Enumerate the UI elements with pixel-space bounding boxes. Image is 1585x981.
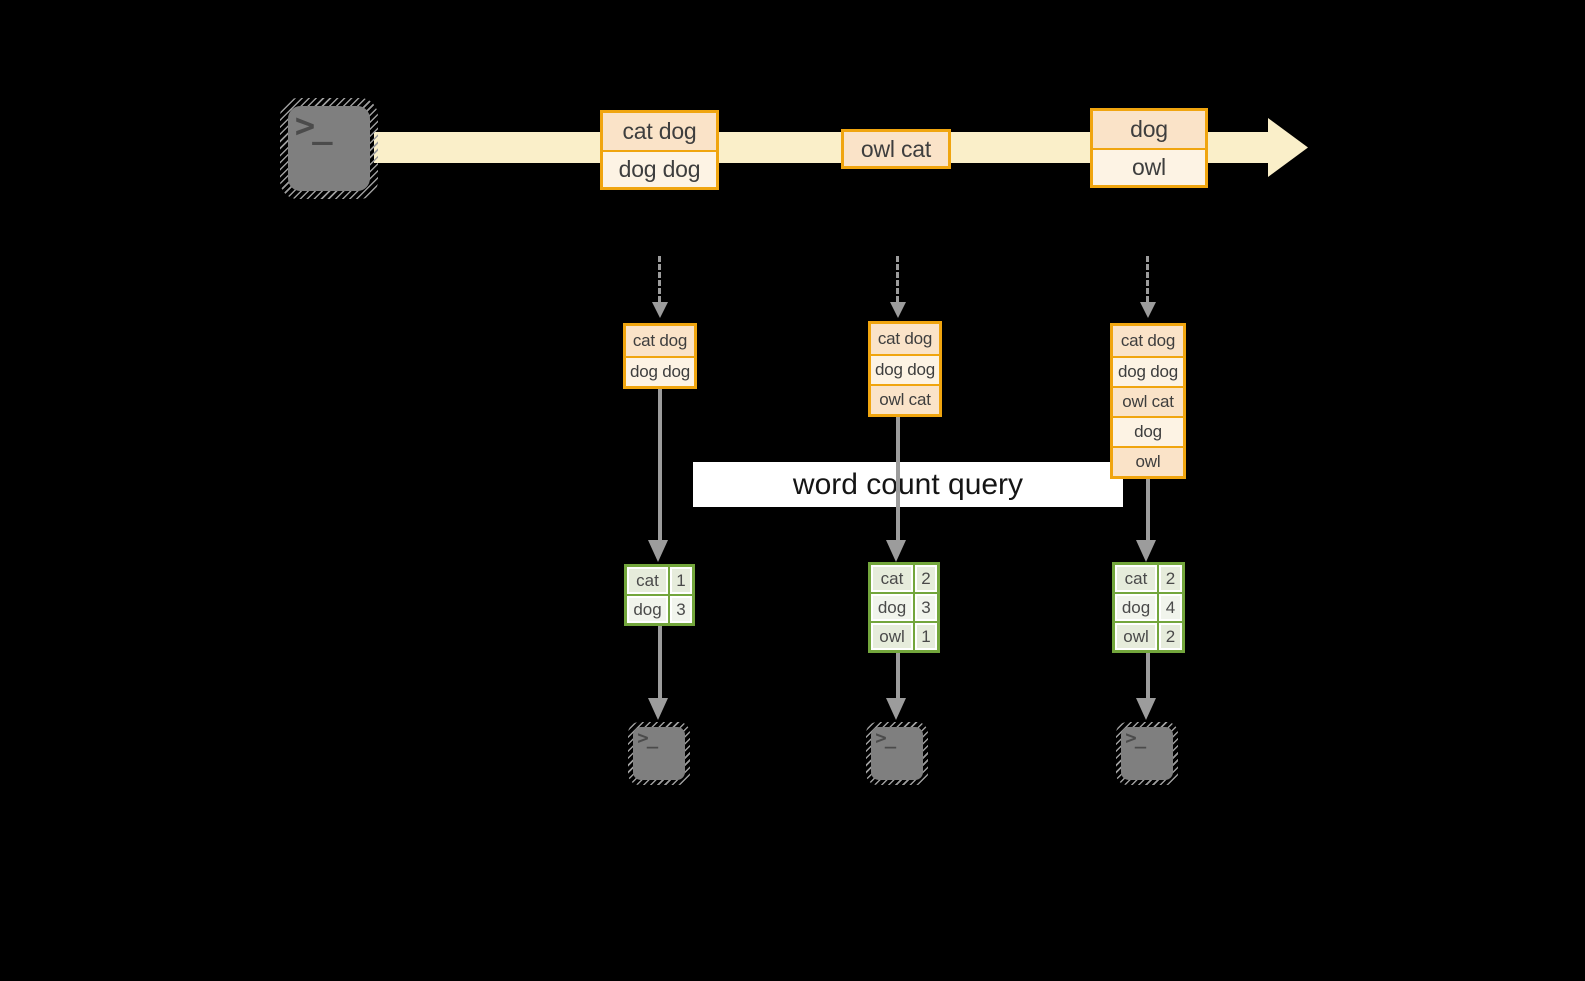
batch-row: owl cat: [844, 132, 948, 166]
arrowhead-icon: [648, 540, 668, 562]
batch-row: owl: [1093, 148, 1205, 185]
state-row: owl: [1113, 446, 1183, 476]
arrowhead-icon: [648, 698, 668, 720]
batch-row: dog dog: [603, 150, 716, 187]
arrowhead-icon: [1136, 698, 1156, 720]
prompt-glyph: >_: [637, 727, 658, 750]
stream-arrowhead-icon: [1268, 118, 1308, 177]
batch-row: cat dog: [603, 113, 716, 150]
stream-batch-1: cat dog dog dog: [600, 110, 719, 190]
result-cell-word: dog: [627, 596, 668, 623]
output-terminal-icon-3: >_: [1116, 722, 1178, 785]
input-table-3: cat dog dog dog owl cat dog owl: [1110, 323, 1186, 479]
prompt-glyph: >_: [875, 727, 896, 750]
dashed-arrow-line: [896, 256, 899, 302]
dashed-arrowhead-icon: [890, 302, 906, 318]
result-cell-count: 1: [670, 567, 692, 594]
result-cell-count: 3: [670, 596, 692, 623]
result-cell-count: 3: [915, 594, 937, 621]
terminal-screen: [870, 727, 924, 780]
state-row: owl cat: [871, 384, 939, 414]
terminal-screen: [1120, 727, 1174, 780]
connector-line: [658, 626, 662, 698]
state-row: cat dog: [626, 326, 694, 356]
state-row: dog: [1113, 416, 1183, 446]
input-terminal-icon: >_: [280, 98, 378, 199]
result-cell-count: 2: [915, 565, 937, 592]
dashed-arrow-line: [1146, 256, 1149, 302]
result-table-3: cat 2 dog 4 owl 2: [1112, 562, 1185, 653]
result-cell-count: 2: [1159, 623, 1182, 650]
connector-line: [1146, 653, 1150, 698]
dashed-arrowhead-icon: [1140, 302, 1156, 318]
prompt-glyph: >_: [1125, 727, 1146, 750]
result-table-2: cat 2 dog 3 owl 1: [868, 562, 940, 653]
connector-line: [1146, 479, 1150, 540]
connector-line: [896, 653, 900, 698]
input-table-2: cat dog dog dog owl cat: [868, 321, 942, 417]
result-cell-word: dog: [871, 594, 913, 621]
connector-line: [658, 389, 662, 540]
result-cell-word: owl: [871, 623, 913, 650]
result-cell-word: owl: [1115, 623, 1157, 650]
output-terminal-icon-2: >_: [866, 722, 928, 785]
state-row: owl cat: [1113, 386, 1183, 416]
result-cell-word: dog: [1115, 594, 1157, 621]
result-cell-count: 4: [1159, 594, 1182, 621]
arrowhead-icon: [1136, 540, 1156, 562]
result-table-1: cat 1 dog 3: [624, 564, 695, 626]
state-row: dog dog: [626, 356, 694, 386]
prompt-glyph: >_: [294, 106, 333, 147]
output-terminal-icon-1: >_: [628, 722, 690, 785]
state-row: dog dog: [871, 354, 939, 384]
result-cell-word: cat: [627, 567, 668, 594]
result-cell-count: 2: [1159, 565, 1182, 592]
stream-batch-2: owl cat: [841, 129, 951, 169]
state-row: cat dog: [1113, 326, 1183, 356]
terminal-screen: [632, 727, 686, 780]
terminal-screen: [287, 106, 371, 191]
result-cell-count: 1: [915, 623, 937, 650]
state-row: dog dog: [1113, 356, 1183, 386]
result-cell-word: cat: [871, 565, 913, 592]
dashed-arrowhead-icon: [652, 302, 668, 318]
stream-batch-3: dog owl: [1090, 108, 1208, 188]
batch-row: dog: [1093, 111, 1205, 148]
query-label: word count query: [792, 467, 1024, 501]
connector-line: [896, 417, 900, 540]
result-cell-word: cat: [1115, 565, 1157, 592]
input-table-1: cat dog dog dog: [623, 323, 697, 389]
state-row: cat dog: [871, 324, 939, 354]
dashed-arrow-line: [658, 256, 661, 302]
arrowhead-icon: [886, 698, 906, 720]
arrowhead-icon: [886, 540, 906, 562]
query-band: word count query: [693, 462, 1123, 507]
